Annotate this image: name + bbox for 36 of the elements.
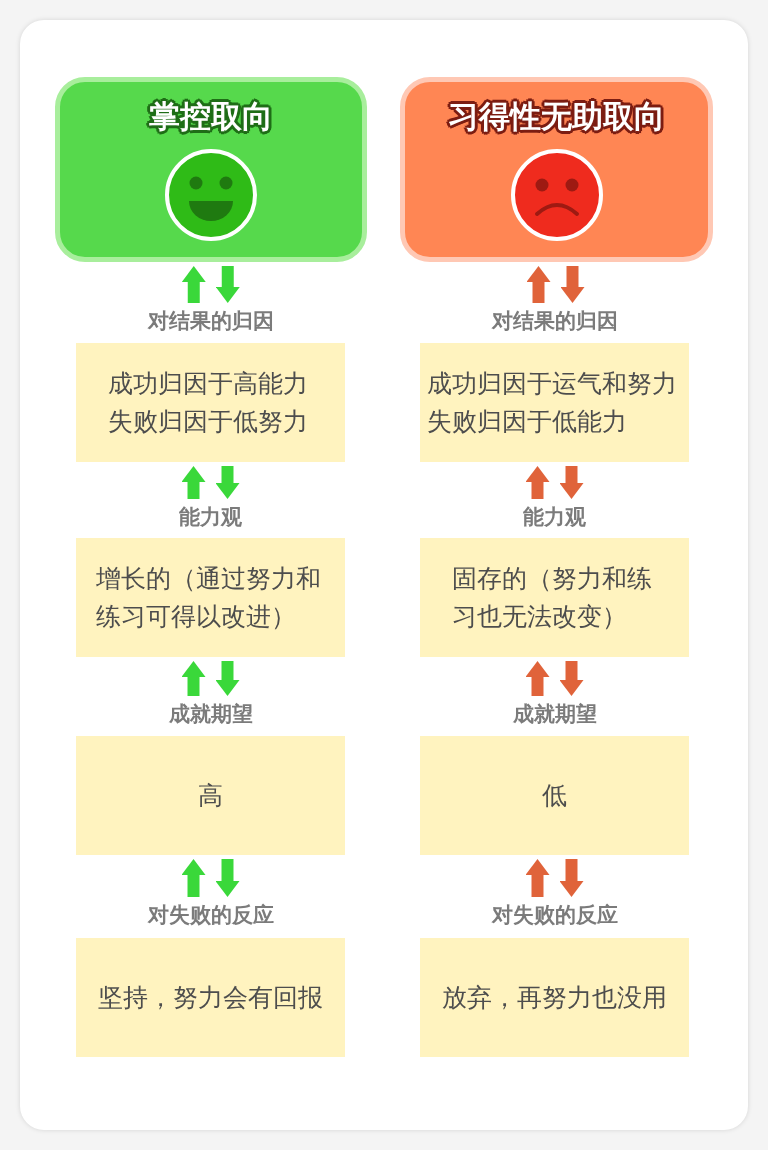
- panel-text: 高: [198, 779, 223, 812]
- section-heading: 能力观: [523, 504, 586, 531]
- header-card: [400, 77, 713, 262]
- arrow: [215, 859, 240, 897]
- section-heading: 对失败的反应: [491, 902, 618, 929]
- card-title: 习得性无助取向: [448, 97, 665, 136]
- arrow: [525, 661, 550, 696]
- panel-text: 坚持，努力会有回报: [98, 981, 323, 1014]
- arrow: [559, 466, 584, 499]
- section-heading: 成就期望: [512, 701, 597, 728]
- section-heading: 对结果的归因: [147, 308, 274, 335]
- arrow: [181, 266, 206, 303]
- panel-text: 成功归因于高能力失败归因于低努力: [108, 367, 309, 438]
- section-heading: 对结果的归因: [491, 308, 618, 335]
- arrow: [559, 661, 584, 696]
- panel-text: 低: [542, 779, 567, 812]
- arrow: [181, 859, 206, 897]
- arrow: [215, 661, 240, 696]
- arrow: [560, 266, 585, 303]
- section-heading: 对失败的反应: [147, 902, 274, 929]
- header-card: [55, 77, 367, 262]
- section-heading: 能力观: [179, 504, 242, 531]
- panel-text: 放弃，再努力也没用: [442, 981, 667, 1014]
- arrow: [181, 661, 206, 696]
- arrow: [181, 466, 206, 499]
- panel-text: 固存的（努力和练习也无法改变）: [452, 562, 653, 633]
- arrow: [525, 466, 550, 499]
- arrow: [559, 859, 584, 897]
- arrow: [215, 266, 240, 303]
- panel-text: 增长的（通过努力和练习可得以改进）: [95, 562, 322, 633]
- arrow: [526, 266, 551, 303]
- card-title: 掌控取向: [149, 97, 273, 136]
- arrow: [525, 859, 550, 897]
- section-heading: 成就期望: [168, 701, 253, 728]
- panel-text: 成功归因于运气和努力失败归因于低能力: [427, 367, 678, 438]
- arrow: [215, 466, 240, 499]
